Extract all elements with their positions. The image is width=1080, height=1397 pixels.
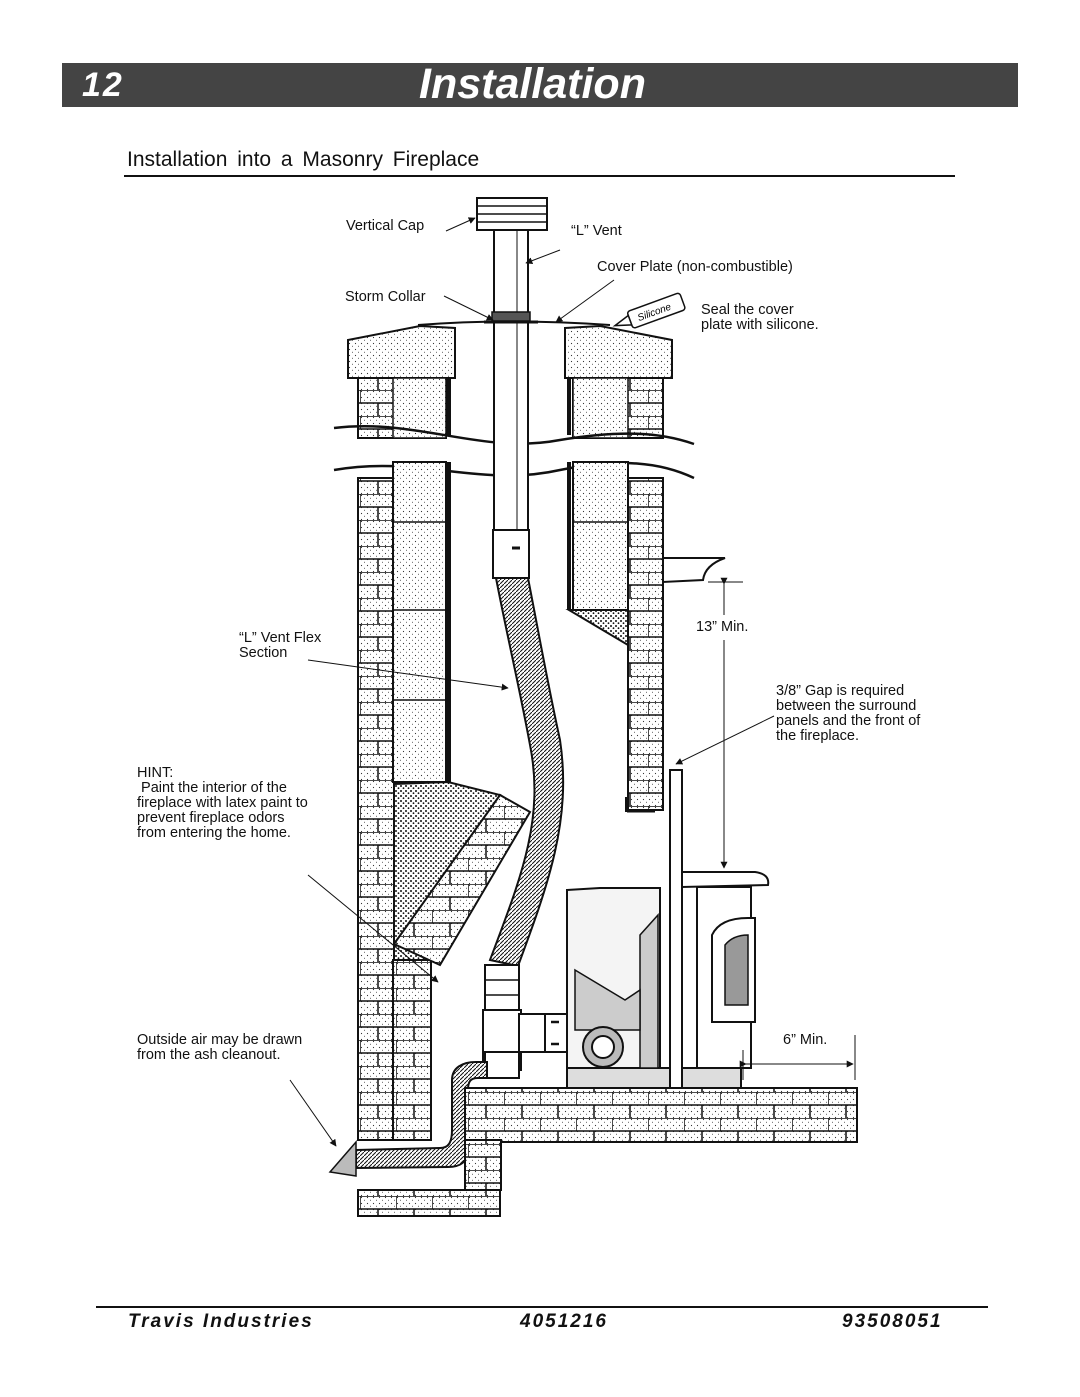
cover-plate-label: Cover Plate (non-combustible) [597, 259, 793, 275]
leader-lines [289, 217, 856, 1147]
footer-code-2: 93508051 [842, 1311, 943, 1332]
footer-code-1: 4051216 [520, 1311, 608, 1332]
outside-air-label: Outside air may be drawn from the ash cl… [137, 1032, 303, 1063]
firebox-back [392, 780, 532, 967]
storm-collar-label: Storm Collar [345, 289, 426, 305]
storm-collar [484, 311, 538, 324]
ash-cleanout-door [328, 1139, 357, 1177]
seal-note-label: Seal the cover plate with silicone. [701, 302, 819, 333]
left-chimney-wall [357, 461, 451, 1141]
fireplace-insert [566, 769, 770, 1089]
hearth [357, 1087, 858, 1217]
chimney-upper-walls [357, 377, 664, 439]
mantel [662, 557, 726, 584]
gap-note-label: 3/8” Gap is required between the surroun… [776, 683, 921, 744]
min-13-label: 13” Min. [696, 619, 749, 635]
footer-rule [96, 1306, 988, 1308]
vent-tee [482, 964, 568, 1079]
section-rule [124, 175, 955, 177]
flex-section-label: “L” Vent Flex Section [239, 630, 322, 661]
footer-company: Travis Industries [128, 1311, 314, 1332]
vent-pipe [492, 229, 530, 579]
l-vent-label: “L” Vent [571, 223, 622, 239]
min-6-label: 6” Min. [783, 1032, 828, 1048]
silicone-tube-icon: Silicone [612, 292, 686, 329]
page-title: Installation [419, 60, 646, 108]
vertical-cap [476, 197, 548, 231]
vent-flex-section [488, 577, 565, 968]
right-chimney-wall [565, 461, 664, 813]
section-title: Installation into a Masonry Fireplace [127, 148, 480, 171]
page-number: 12 [82, 66, 124, 104]
vertical-cap-label: Vertical Cap [346, 218, 425, 234]
chimney-crown [347, 320, 673, 379]
header-bar: 12 Installation [62, 60, 1018, 108]
hint-label: HINT: Paint the interior of the fireplac… [137, 765, 308, 841]
